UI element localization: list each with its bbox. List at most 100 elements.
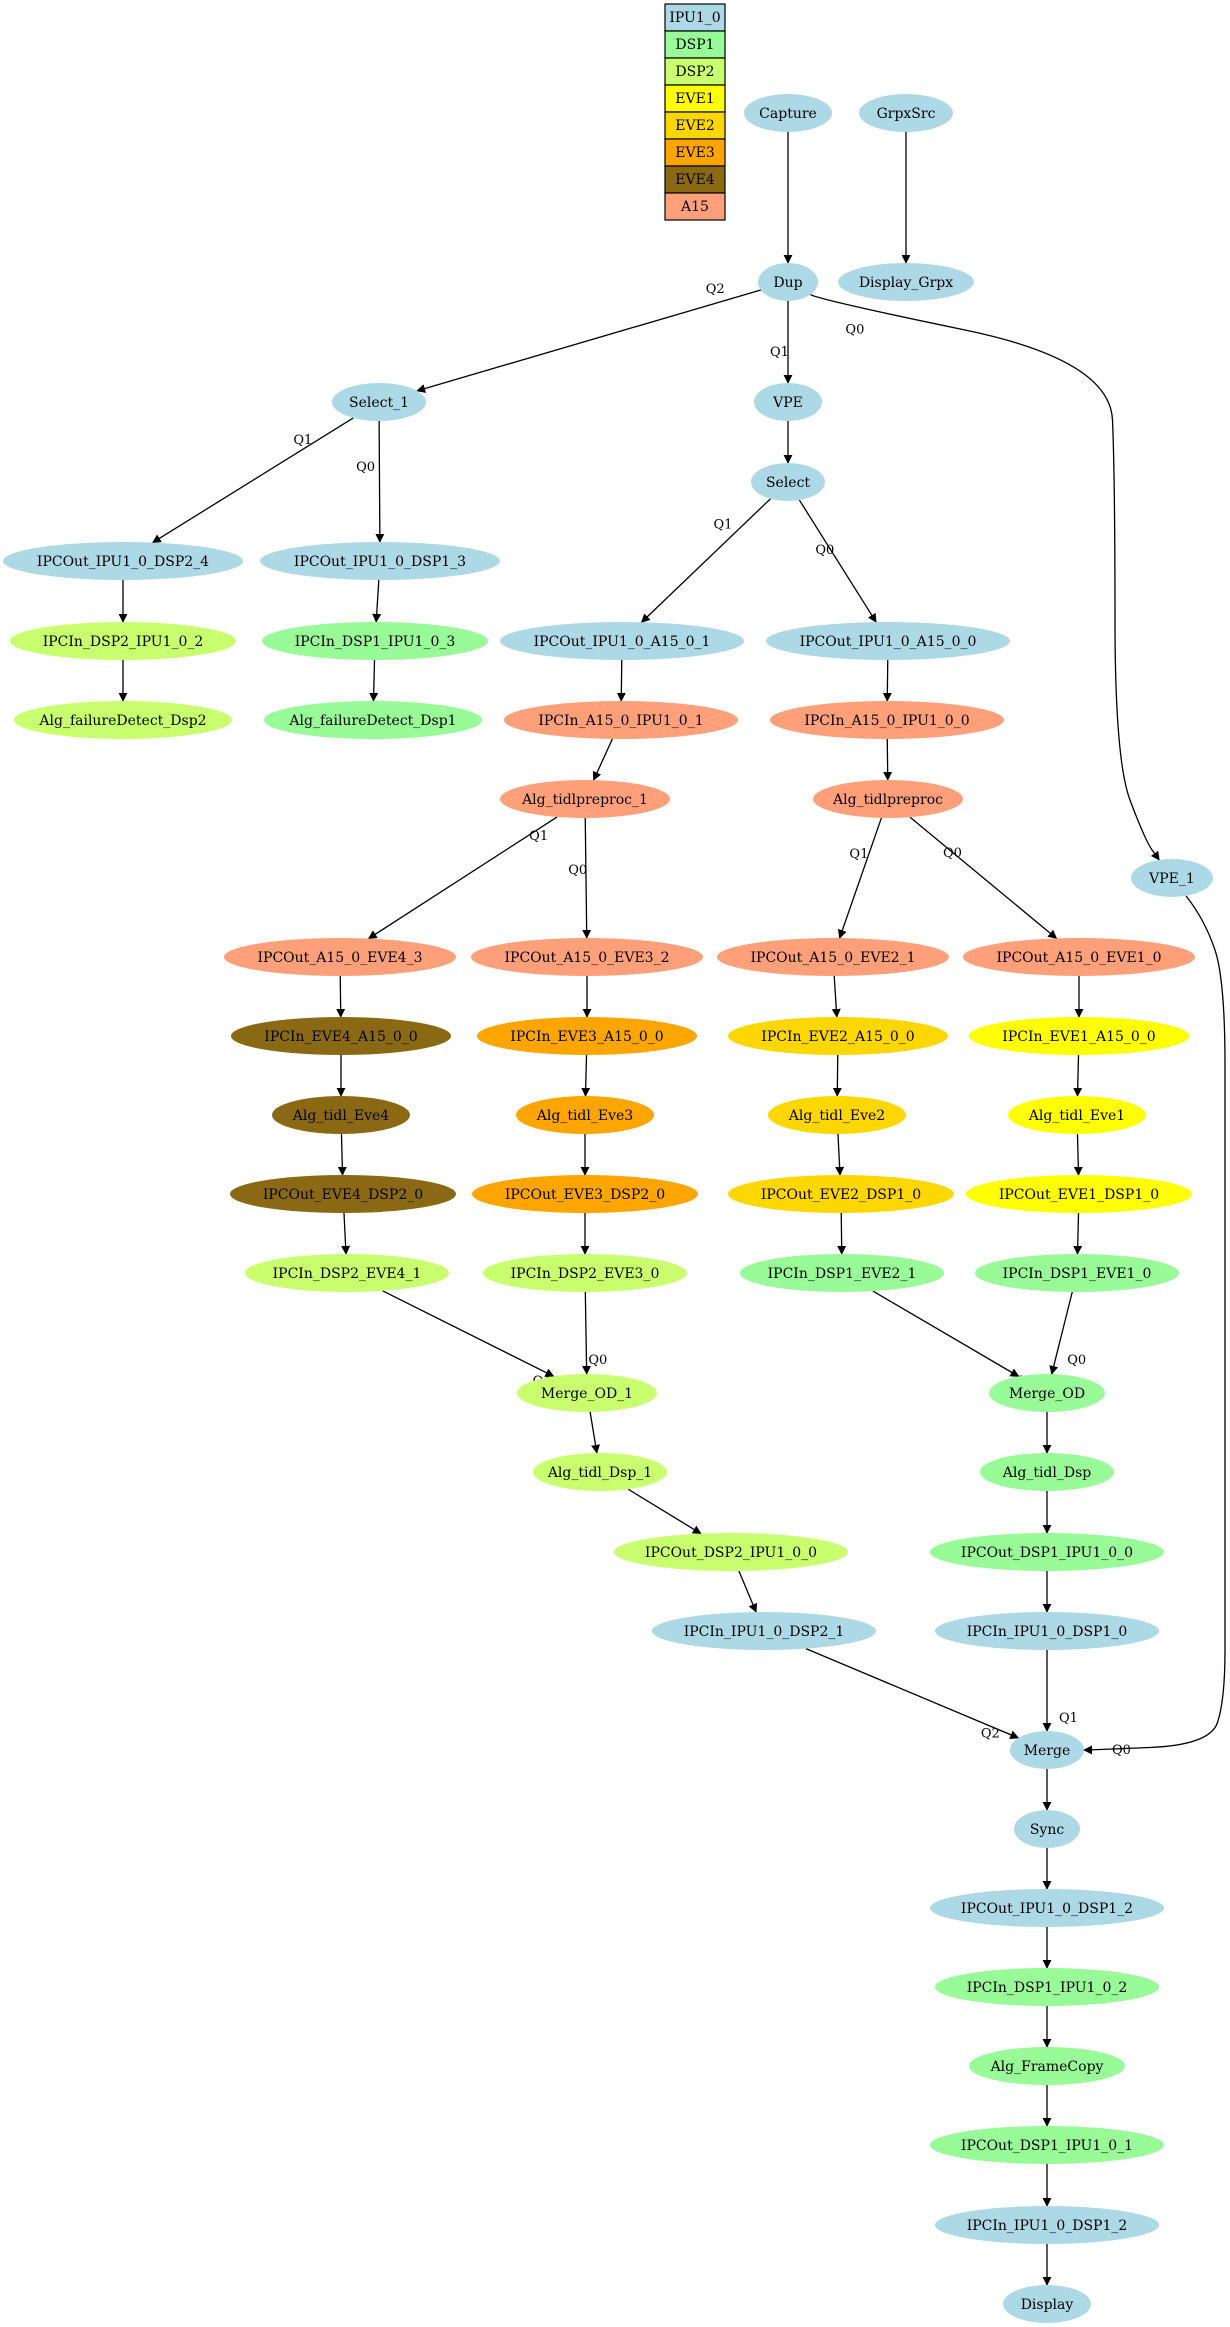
node-ellipse — [471, 938, 703, 976]
node-ellipse — [264, 701, 482, 739]
node-ellipse — [754, 383, 822, 421]
node-ellipse — [930, 2126, 1164, 2164]
node-ipcin-dsp1-ipu-3[interactable]: IPCIn_DSP1_IPU1_0_3 — [262, 622, 488, 660]
edge-queue-label: Q2 — [981, 1727, 1000, 1742]
node-ipcin-eve1-a15[interactable]: IPCIn_EVE1_A15_0_0 — [969, 1017, 1189, 1055]
node-ipcout-dsp1-ipu-0[interactable]: IPCOut_DSP1_IPU1_0_0 — [930, 1533, 1164, 1571]
edge-queue-label: Q1 — [770, 345, 789, 360]
edge-queue-label: Q1 — [293, 433, 312, 448]
node-vpe[interactable]: VPE — [754, 383, 822, 421]
node-ipcin-dsp1-eve2[interactable]: IPCIn_DSP1_EVE2_1 — [740, 1254, 944, 1292]
node-ipcout-a15-eve4-3[interactable]: IPCOut_A15_0_EVE4_3 — [224, 938, 456, 976]
node-ellipse — [614, 1533, 848, 1571]
node-ipcout-a15-eve3-2[interactable]: IPCOut_A15_0_EVE3_2 — [471, 938, 703, 976]
node-ellipse — [975, 1254, 1179, 1292]
node-dup[interactable]: Dup — [758, 263, 818, 301]
node-ipcin-ipu-dsp1-0[interactable]: IPCIn_IPU1_0_DSP1_0 — [935, 1612, 1159, 1650]
node-capture[interactable]: Capture — [744, 94, 832, 132]
node-grpxsrc[interactable]: GrpxSrc — [859, 94, 953, 132]
node-ipcout-ipu-a15-0[interactable]: IPCOut_IPU1_0_A15_0_0 — [766, 622, 1010, 660]
edge-ipcin-eve2-a15-to-alg-tidl-eve2 — [832, 1054, 842, 1097]
node-ipcin-dsp2-eve4[interactable]: IPCIn_DSP2_EVE4_1 — [245, 1254, 449, 1292]
node-alg-tidl-dsp[interactable]: Alg_tidl_Dsp — [980, 1453, 1114, 1491]
node-alg-tidl-eve1[interactable]: Alg_tidl_Eve1 — [1008, 1096, 1146, 1134]
node-select[interactable]: Select — [751, 463, 825, 501]
node-label: IPCOut_IPU1_0_DSP1_2 — [961, 1901, 1133, 1917]
edge-dup-to-vpe: Q1 — [770, 301, 793, 384]
node-merge-od[interactable]: Merge_OD — [989, 1374, 1105, 1412]
node-label: IPCOut_A15_0_EVE1_0 — [997, 950, 1162, 966]
edge-alg-tidl-dsp-1-to-ipcout-dsp2-ipu — [627, 1488, 702, 1535]
node-ipcout-eve1-dsp1[interactable]: IPCOut_EVE1_DSP1_0 — [966, 1175, 1192, 1213]
node-select-1[interactable]: Select_1 — [332, 383, 426, 421]
node-ipcin-a15-ipu-1[interactable]: IPCIn_A15_0_IPU1_0_1 — [504, 701, 738, 739]
node-ipcin-dsp2-ipu-2[interactable]: IPCIn_DSP2_IPU1_0_2 — [10, 622, 236, 660]
node-alg-tidlpreproc-1[interactable]: Alg_tidlpreproc_1 — [500, 780, 670, 818]
edge-dup-to-vpe-1: Q0 — [810, 294, 1160, 861]
node-alg-tidlpreproc[interactable]: Alg_tidlpreproc — [813, 780, 963, 818]
node-alg-fd-dsp2[interactable]: Alg_failureDetect_Dsp2 — [14, 701, 232, 739]
node-ipcin-eve2-a15[interactable]: IPCIn_EVE2_A15_0_0 — [728, 1017, 948, 1055]
edge-queue-label: Q0 — [356, 460, 375, 475]
node-alg-tidl-eve2[interactable]: Alg_tidl_Eve2 — [768, 1096, 906, 1134]
node-ipcin-ipu-dsp2-1[interactable]: IPCIn_IPU1_0_DSP2_1 — [652, 1612, 876, 1650]
node-ellipse — [813, 780, 963, 818]
node-display[interactable]: Display — [1003, 2285, 1091, 2323]
edge-line — [1083, 895, 1226, 1755]
edge-line — [341, 1212, 351, 1255]
edge-queue-label: Q1 — [849, 847, 868, 862]
node-ipcout-dsp1-ipu-1[interactable]: IPCOut_DSP1_IPU1_0_1 — [930, 2126, 1164, 2164]
edge-ipcout-eve4-dsp2-to-ipcin-dsp2-eve4 — [341, 1212, 351, 1255]
edge-ipcin-a15-ipu-0-to-alg-tidlpreproc — [883, 738, 893, 781]
node-ipcout-dsp2-ipu[interactable]: IPCOut_DSP2_IPU1_0_0 — [614, 1533, 848, 1571]
node-alg-framecopy[interactable]: Alg_FrameCopy — [969, 2047, 1125, 2085]
legend-entry-ipu1-0: IPU1_0 — [664, 3, 726, 32]
node-alg-tidl-dsp-1[interactable]: Alg_tidl_Dsp_1 — [533, 1453, 667, 1491]
node-ipcin-eve4-a15[interactable]: IPCIn_EVE4_A15_0_0 — [231, 1017, 451, 1055]
node-ellipse — [1014, 1810, 1080, 1848]
edge-select-to-ipcout-ipu-a15-0: Q0 — [798, 499, 877, 623]
node-ipcout-ipu-dsp2-4[interactable]: IPCOut_IPU1_0_DSP2_4 — [3, 542, 243, 580]
node-ipcin-a15-ipu-0[interactable]: IPCIn_A15_0_IPU1_0_0 — [770, 701, 1004, 739]
node-merge[interactable]: Merge — [1010, 1731, 1084, 1769]
edge-line — [883, 738, 893, 781]
legend-label: EVE3 — [675, 145, 714, 161]
node-ipcin-dsp2-eve3[interactable]: IPCIn_DSP2_EVE3_0 — [483, 1254, 687, 1292]
node-alg-tidl-eve4[interactable]: Alg_tidl_Eve4 — [272, 1096, 410, 1134]
node-ipcout-eve2-dsp1[interactable]: IPCOut_EVE2_DSP1_0 — [728, 1175, 954, 1213]
legend-label: DSP2 — [675, 64, 714, 80]
node-label: IPCOut_DSP1_IPU1_0_1 — [961, 2138, 1133, 2154]
node-ipcout-ipu-a15-1[interactable]: IPCOut_IPU1_0_A15_0_1 — [500, 622, 744, 660]
edge-line — [592, 738, 613, 781]
node-alg-fd-dsp1[interactable]: Alg_failureDetect_Dsp1 — [264, 701, 482, 739]
node-ipcout-ipu-dsp1-2[interactable]: IPCOut_IPU1_0_DSP1_2 — [930, 1889, 1164, 1927]
node-ipcin-dsp1-eve1[interactable]: IPCIn_DSP1_EVE1_0 — [975, 1254, 1179, 1292]
node-ipcin-ipu-dsp1-2[interactable]: IPCIn_IPU1_0_DSP1_2 — [935, 2206, 1159, 2244]
node-ellipse — [859, 94, 953, 132]
node-display-grpx[interactable]: Display_Grpx — [838, 263, 974, 301]
node-ellipse — [504, 701, 738, 739]
node-merge-od-1[interactable]: Merge_OD_1 — [517, 1374, 657, 1412]
legend-entry-dsp2: DSP2 — [664, 57, 726, 86]
node-sync[interactable]: Sync — [1014, 1810, 1080, 1848]
node-label: IPCOut_IPU1_0_A15_0_1 — [534, 634, 711, 650]
node-vpe-1[interactable]: VPE_1 — [1131, 859, 1213, 897]
node-ipcout-eve3-dsp2[interactable]: IPCOut_EVE3_DSP2_0 — [472, 1175, 698, 1213]
node-alg-tidl-eve3[interactable]: Alg_tidl_Eve3 — [516, 1096, 654, 1134]
edge-alg-tidl-eve1-to-ipcout-eve1-dsp1 — [1073, 1133, 1083, 1176]
edge-queue-label: Q2 — [706, 282, 725, 297]
node-ellipse — [980, 1453, 1114, 1491]
node-ipcout-a15-eve1-0[interactable]: IPCOut_A15_0_EVE1_0 — [963, 938, 1195, 976]
edge-ipcout-ipu-a15-1-to-ipcin-a15-ipu-1 — [616, 659, 626, 702]
legend-swatch — [664, 30, 726, 59]
node-ipcout-eve4-dsp2[interactable]: IPCOut_EVE4_DSP2_0 — [230, 1175, 456, 1213]
node-ipcout-a15-eve2-1[interactable]: IPCOut_A15_0_EVE2_1 — [717, 938, 949, 976]
edge-line — [882, 659, 892, 702]
node-ipcin-dsp1-ipu-2[interactable]: IPCIn_DSP1_IPU1_0_2 — [935, 1968, 1159, 2006]
node-ellipse — [230, 1175, 456, 1213]
node-label: IPCIn_DSP1_EVE2_1 — [768, 1266, 917, 1282]
node-ipcin-eve3-a15[interactable]: IPCIn_EVE3_A15_0_0 — [477, 1017, 697, 1055]
node-ipcout-ipu-dsp1-3[interactable]: IPCOut_IPU1_0_DSP1_3 — [260, 542, 500, 580]
edge-line — [1073, 1212, 1083, 1255]
